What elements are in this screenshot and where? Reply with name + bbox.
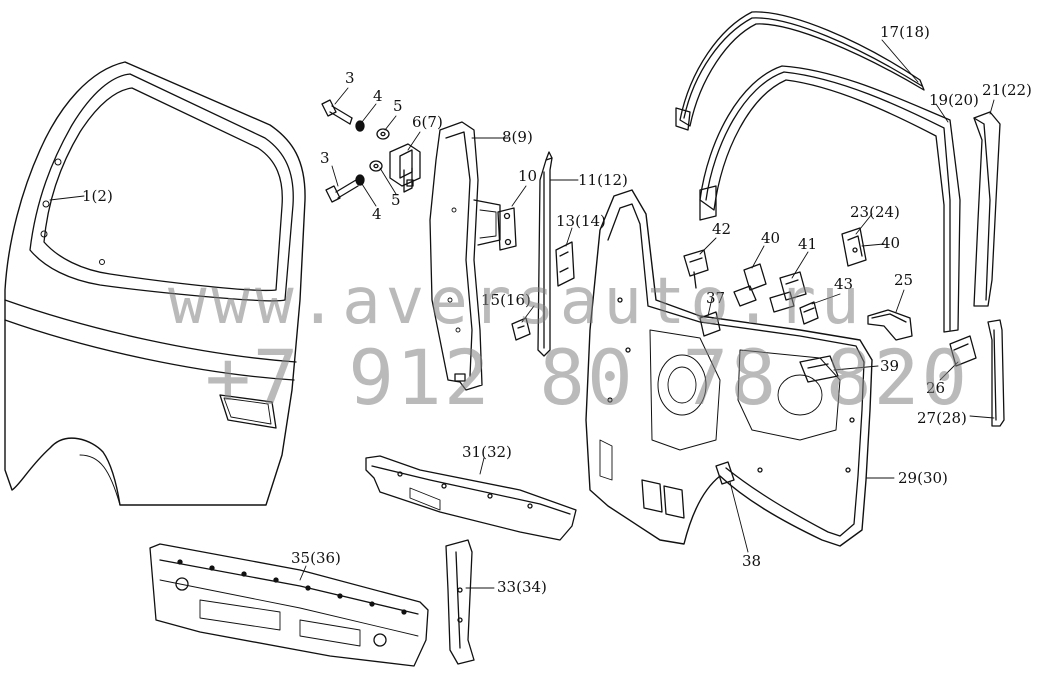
- label-part-4-upper: 4: [373, 87, 383, 105]
- leader-lines: [49, 39, 995, 589]
- label-part-10: 10: [518, 167, 538, 185]
- inner-door-panel: [585, 189, 873, 547]
- spring-washer-lower: [355, 174, 365, 186]
- label-part-29: 29(30): [898, 469, 948, 487]
- lower-reinforcement-beam: [365, 455, 577, 541]
- label-part-39: 39: [880, 357, 900, 375]
- flat-washer-upper: [376, 128, 390, 140]
- label-part-17: 17(18): [880, 23, 930, 41]
- regulator-handle-mount: [799, 355, 839, 383]
- label-part-27: 27(28): [917, 409, 967, 427]
- pillar-bracket: [497, 207, 517, 251]
- label-part-11: 11(12): [578, 171, 628, 189]
- watermark-website: www.aversauto.ru: [168, 265, 865, 339]
- label-part-41: 41: [798, 235, 818, 253]
- label-part-37: 37: [706, 289, 726, 307]
- lock-link-rod: [867, 309, 913, 341]
- label-part-5-lower: 5: [391, 191, 401, 209]
- label-part-40-right: 40: [881, 234, 901, 252]
- label-part-35: 35(36): [291, 549, 341, 567]
- label-part-19: 19(20): [929, 91, 979, 109]
- vertical-reinforcement: [445, 539, 475, 665]
- watermark-phone: +7 912 80 78 820: [205, 333, 970, 422]
- label-part-26: 26: [926, 379, 946, 397]
- label-part-1: 1(2): [82, 187, 113, 205]
- roof-weatherstrip: [675, 11, 925, 131]
- label-part-3-lower: 3: [320, 149, 330, 167]
- bolt-upper: [321, 99, 353, 125]
- window-regulator-cable: [699, 311, 721, 337]
- lock-actuator: [799, 301, 819, 325]
- glass-run-channel: [537, 151, 553, 357]
- lower-door-panel: [149, 543, 429, 667]
- label-part-23: 23(24): [850, 203, 900, 221]
- label-part-42: 42: [712, 220, 732, 238]
- label-part-43: 43: [834, 275, 854, 293]
- channel-clip: [511, 317, 531, 341]
- label-part-38: 38: [742, 552, 762, 570]
- label-part-3-upper: 3: [345, 69, 355, 87]
- bolt-lower: [325, 179, 359, 203]
- label-part-31: 31(32): [462, 443, 512, 461]
- corner-pad: [949, 335, 977, 367]
- side-body-panel: [4, 61, 306, 506]
- label-part-6: 6(7): [412, 113, 443, 131]
- lock-cylinder: [733, 263, 767, 307]
- spring-washer-upper: [355, 120, 365, 132]
- striker-bracket: [841, 227, 867, 267]
- label-part-33: 33(34): [497, 578, 547, 596]
- inner-handle-bracket: [683, 249, 709, 289]
- door-hinge: [389, 143, 421, 193]
- rear-weatherstrip: [987, 319, 1005, 427]
- label-part-40-upper: 40: [761, 229, 781, 247]
- door-lock-assembly: [769, 271, 807, 313]
- rear-channel-strip: [973, 111, 1001, 307]
- flat-washer-lower: [369, 160, 383, 172]
- door-pillar: [429, 121, 501, 391]
- door-frame-weatherstrip: [699, 65, 961, 333]
- label-part-5-upper: 5: [393, 97, 403, 115]
- label-part-21: 21(22): [982, 81, 1032, 99]
- label-part-15: 15(16): [481, 291, 531, 309]
- label-part-13: 13(14): [556, 212, 606, 230]
- label-part-25: 25: [894, 271, 914, 289]
- label-part-4-lower: 4: [372, 205, 382, 223]
- drain-tube: [715, 461, 735, 485]
- label-part-8: 8(9): [502, 128, 533, 146]
